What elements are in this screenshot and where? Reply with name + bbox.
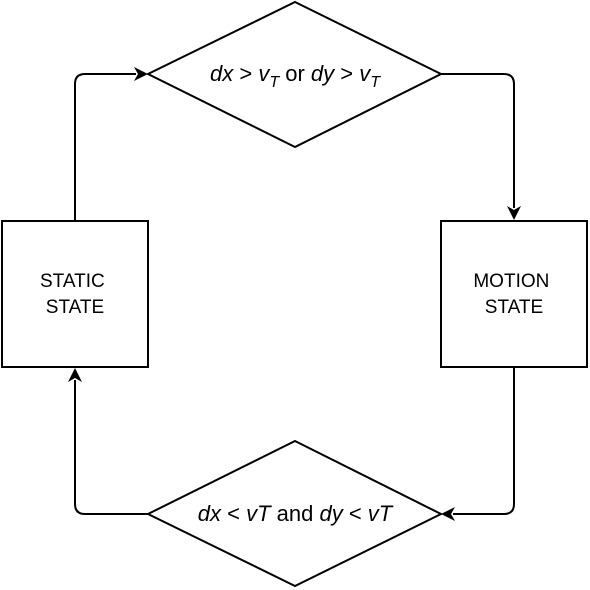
top-condition-diamond	[145, 0, 444, 149]
top-cond-or: or	[279, 61, 311, 86]
static-state-label-line2: STATE	[46, 297, 104, 318]
top-condition-label: dx > vT or dy > vT	[210, 61, 381, 91]
arrowhead-top-condition-left	[134, 67, 148, 81]
edge-top-condition-to-motion	[441, 73, 515, 208]
bottom-condition-diamond	[145, 439, 444, 588]
edge-static-to-top-condition	[74, 73, 136, 220]
bottom-condition-label: dx < vT and dy < vT	[198, 501, 394, 526]
arrowhead-bottom-condition-right	[441, 507, 455, 521]
static-state-label: STATIC STATE	[40, 271, 110, 318]
bottom-cond-dx: dx	[198, 501, 222, 526]
edge-motion-to-bottom-condition	[453, 368, 515, 515]
bottom-cond-and: and	[271, 501, 320, 526]
top-cond-dy: dy	[311, 61, 336, 86]
static-state-label-line1: STATIC	[40, 271, 105, 292]
bottom-cond-vT2: vT	[368, 501, 394, 526]
bottom-cond-lt1: <	[221, 501, 246, 526]
motion-state-label-line1: MOTION	[473, 271, 549, 292]
motion-state-box	[440, 220, 588, 368]
bottom-cond-lt2: <	[343, 501, 368, 526]
top-cond-gt1: >	[233, 61, 258, 86]
edge-bottom-condition-to-static	[74, 380, 148, 515]
top-cond-dx: dx	[210, 61, 234, 86]
top-cond-v2: v	[359, 61, 372, 86]
motion-state-label-line2: STATE	[485, 297, 543, 318]
bottom-cond-dy: dy	[319, 501, 344, 526]
arrowhead-static-bottom	[68, 368, 82, 382]
arrowhead-motion-top	[507, 206, 521, 220]
motion-state-label: MOTION STATE	[473, 271, 554, 318]
top-cond-sub2: T	[370, 74, 381, 91]
top-cond-gt2: >	[334, 61, 359, 86]
top-cond-sub1: T	[269, 74, 280, 91]
top-cond-v1: v	[258, 61, 271, 86]
bottom-cond-vT1: vT	[246, 501, 272, 526]
static-state-box	[1, 220, 149, 368]
